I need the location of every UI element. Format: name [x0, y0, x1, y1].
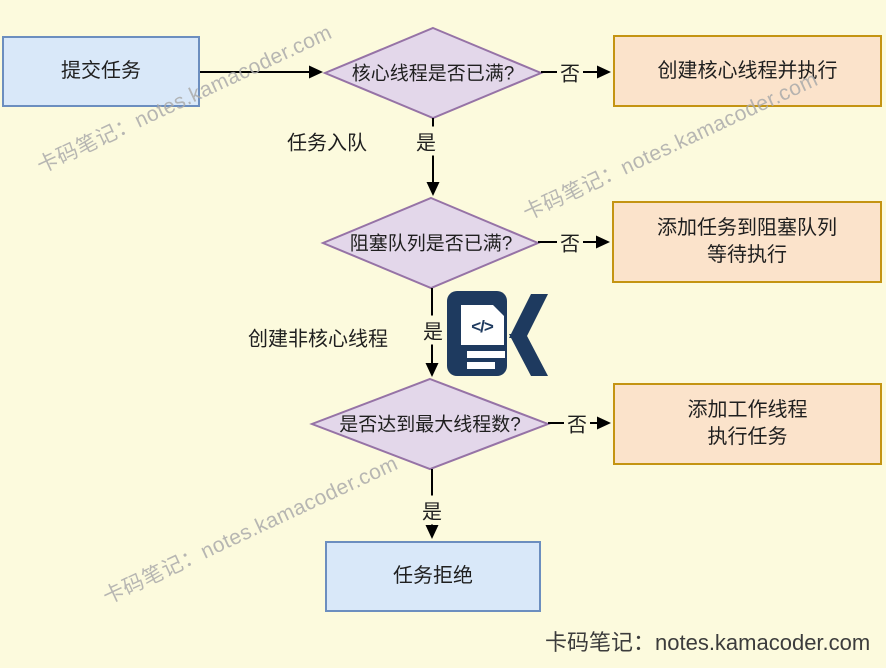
arrowhead — [597, 65, 611, 79]
decision-queue-full-label: 阻塞队列是否已满? — [349, 233, 513, 255]
arrowhead — [425, 525, 439, 539]
node-task-rejected-label: 任务拒绝 — [393, 565, 473, 587]
node-add-to-queue: 添加任务到阻塞队列 等待执行 — [612, 201, 882, 283]
edge-label-create-noncore: 创建非核心线程 — [245, 322, 391, 352]
node-add-to-queue-line2: 等待执行 — [707, 244, 787, 266]
arrowhead — [596, 235, 610, 249]
arrowhead — [597, 416, 611, 430]
node-task-rejected: 任务拒绝 — [325, 541, 541, 612]
node-add-worker-thread-line2: 执行任务 — [707, 426, 788, 448]
node-submit-task-label: 提交任务 — [61, 60, 141, 82]
edge-label-yes-queue: 是 — [420, 315, 446, 345]
edge-label-no-max: 否 — [564, 408, 590, 438]
node-add-worker-thread: 添加工作线程 执行任务 — [613, 383, 882, 465]
arrowhead — [309, 65, 323, 79]
logo-code-glyph: </> — [471, 317, 494, 336]
edge-label-yes-max: 是 — [419, 495, 445, 525]
node-add-worker-thread-line1: 添加工作线程 — [687, 399, 808, 421]
arrowhead — [425, 363, 439, 377]
flow-arrows — [200, 65, 611, 539]
node-create-core-thread: 创建核心线程并执行 — [613, 35, 882, 107]
node-add-to-queue-line1: 添加任务到阻塞队列 — [657, 217, 837, 239]
logo-text-bar-1 — [467, 351, 505, 358]
logo-page-shape — [461, 305, 504, 345]
node-submit-task: 提交任务 — [2, 36, 200, 107]
logo-k-lower-leg — [509, 334, 548, 376]
kamacoder-logo-icon: </> — [447, 291, 548, 376]
logo-text-bar-2 — [467, 362, 495, 369]
edge-label-task-enqueue: 任务入队 — [284, 126, 370, 156]
footer-credit-text: 卡码笔记：notes.kamacoder.com — [545, 630, 871, 655]
node-create-core-thread-label: 创建核心线程并执行 — [657, 59, 838, 82]
edge-label-no-queue: 否 — [557, 227, 583, 257]
logo-k-upper-arm — [509, 294, 548, 338]
edge-label-no-core: 否 — [557, 57, 583, 87]
arrowhead — [426, 182, 440, 196]
decision-max-threads-label: 是否达到最大线程数? — [339, 414, 521, 436]
decision-core-full-label: 核心线程是否已满? — [351, 63, 515, 85]
edge-label-yes-core: 是 — [413, 126, 439, 156]
decision-max-threads-shape — [309, 377, 551, 471]
